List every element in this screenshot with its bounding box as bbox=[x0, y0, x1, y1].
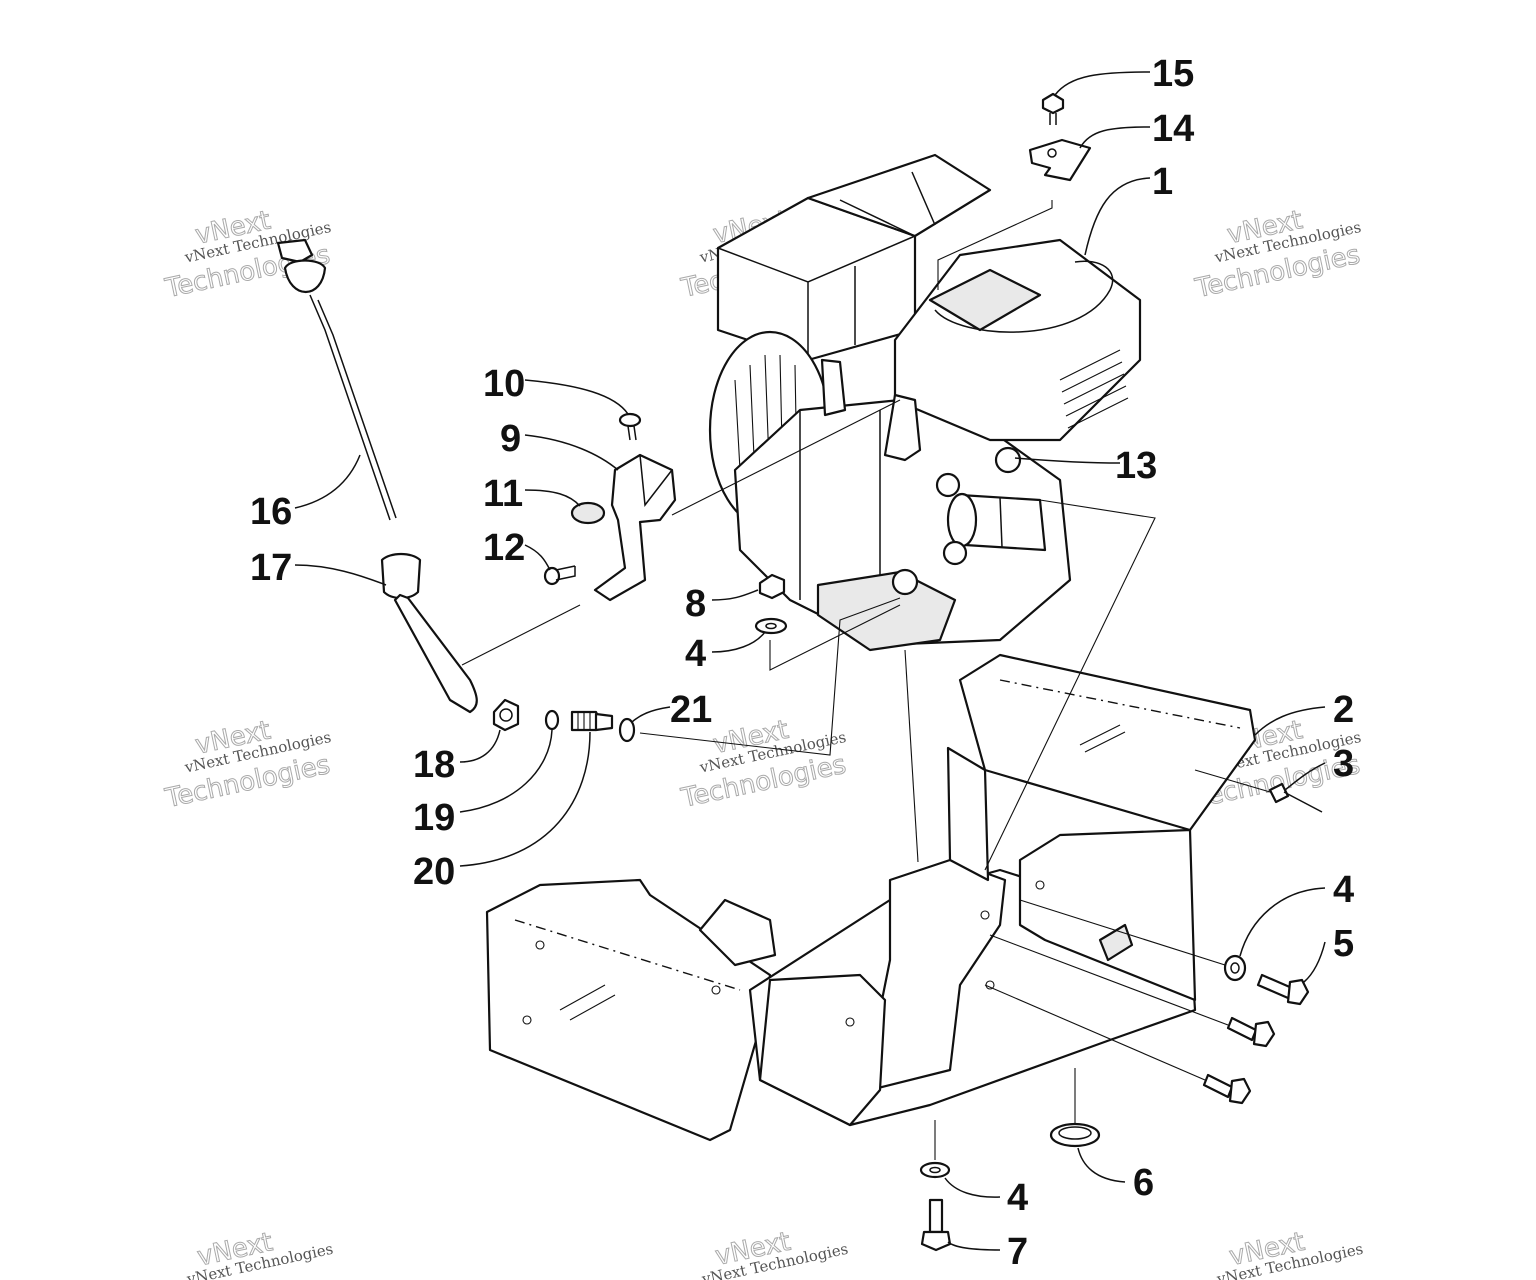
callout-19: 19 bbox=[413, 797, 455, 839]
frame-chassis bbox=[485, 653, 1257, 1142]
callout-1: 1 bbox=[1152, 161, 1173, 203]
engine-assembly bbox=[708, 153, 1142, 652]
watermark-bottom-center: vNext vNext Technologies bbox=[699, 1226, 849, 1280]
callout-17: 17 bbox=[250, 547, 292, 589]
leader-lines bbox=[294, 71, 1326, 1251]
grommet-part-6 bbox=[1049, 1122, 1101, 1148]
bolt-lower bbox=[1202, 1073, 1252, 1105]
callout-labels: 15 14 1 10 9 11 12 13 16 17 8 4 21 18 19… bbox=[250, 53, 1354, 1273]
washer-part-4-bottom bbox=[919, 1161, 951, 1179]
bracket-part-9 bbox=[593, 453, 677, 602]
bracket-part-14 bbox=[1028, 138, 1092, 182]
callout-10: 10 bbox=[483, 363, 525, 405]
callout-4-top: 4 bbox=[685, 633, 706, 675]
o-ring-part-19 bbox=[544, 709, 560, 731]
watermark-bottom-left: vNext vNext Technologies bbox=[184, 1227, 334, 1280]
o-ring-part-21 bbox=[618, 717, 636, 743]
fitting-part-20 bbox=[570, 710, 614, 732]
callout-4-bottom: 4 bbox=[1007, 1177, 1028, 1219]
bolt-part-5 bbox=[1256, 973, 1310, 1006]
callout-21: 21 bbox=[670, 689, 712, 731]
callout-2: 2 bbox=[1333, 689, 1354, 731]
callout-16: 16 bbox=[250, 491, 292, 533]
callout-20: 20 bbox=[413, 851, 455, 893]
callout-3: 3 bbox=[1333, 743, 1354, 785]
nut-part-18 bbox=[492, 698, 520, 732]
nut-part-8 bbox=[758, 573, 786, 600]
dipstick-tube bbox=[380, 552, 478, 714]
bolt-middle bbox=[1226, 1016, 1276, 1048]
callout-6: 6 bbox=[1133, 1162, 1154, 1204]
callout-5: 5 bbox=[1333, 923, 1354, 965]
callout-14: 14 bbox=[1152, 108, 1194, 150]
watermark-top-right: vNext vNext Technologies Technologies bbox=[1192, 205, 1364, 305]
bolt-part-3 bbox=[1268, 782, 1323, 813]
screw-part-10 bbox=[618, 412, 642, 441]
callout-13: 13 bbox=[1115, 445, 1157, 487]
callout-18: 18 bbox=[413, 744, 455, 786]
callout-12: 12 bbox=[483, 527, 525, 569]
callout-9: 9 bbox=[500, 418, 521, 460]
callout-8: 8 bbox=[685, 583, 706, 625]
grommet-part-11 bbox=[570, 501, 606, 525]
washer-part-4-top bbox=[754, 617, 788, 635]
washer-part-4-right bbox=[1223, 954, 1247, 982]
dipstick bbox=[276, 238, 397, 521]
callout-7: 7 bbox=[1007, 1231, 1028, 1273]
screw-part-12 bbox=[543, 565, 576, 586]
callout-4-right: 4 bbox=[1333, 869, 1354, 911]
bolt-part-15 bbox=[1041, 92, 1065, 125]
callout-15: 15 bbox=[1152, 53, 1194, 95]
watermark-mid-left: vNext vNext Technologies Technologies bbox=[162, 715, 334, 815]
callout-11: 11 bbox=[483, 473, 523, 515]
bolt-part-7 bbox=[920, 1198, 952, 1252]
watermark-bottom-right: vNext vNext Technologies bbox=[1214, 1226, 1364, 1280]
